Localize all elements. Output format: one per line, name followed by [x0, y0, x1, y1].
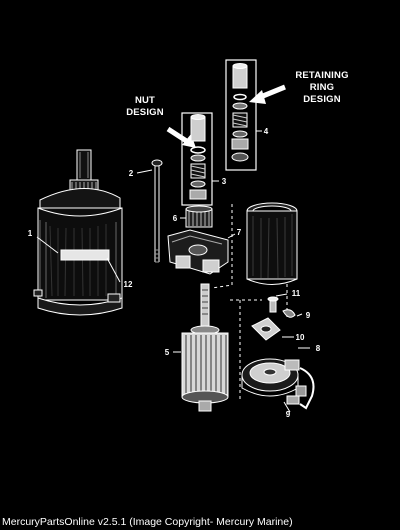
- part-ref-8: 8: [316, 344, 321, 353]
- retaining-ring-title-line-1: RETAINING: [295, 70, 348, 81]
- nut-design-arrow-icon: [166, 126, 196, 148]
- through-bolt: [136, 159, 163, 263]
- part-ref-2: 2: [129, 169, 134, 178]
- part-ref-7: 7: [237, 228, 242, 237]
- drive-pinion-gear: [180, 205, 213, 228]
- brush-holder-hardware: [251, 293, 303, 341]
- part-ref-3: 3: [222, 177, 227, 186]
- nut-design-kit: [181, 112, 219, 206]
- part-ref-9-upper: 9: [306, 311, 311, 320]
- retaining-ring-title-line-2: RING: [310, 82, 335, 93]
- retaining-ring-kit: [225, 59, 262, 171]
- starter-motor-assembly: [33, 149, 123, 316]
- commutator-end-cap: [241, 347, 315, 413]
- part-ref-6: 6: [173, 214, 178, 223]
- part-ref-5: 5: [165, 348, 170, 357]
- field-frame-housing: [246, 202, 298, 285]
- part-ref-11: 11: [292, 289, 301, 298]
- part-ref-10: 10: [296, 333, 305, 342]
- retaining-ring-title-line-3: DESIGN: [303, 94, 341, 105]
- nut-design-title-line-2: DESIGN: [126, 107, 164, 118]
- drive-end-head: [167, 229, 236, 275]
- armature: [173, 283, 229, 412]
- part-ref-1: 1: [28, 229, 33, 238]
- part-ref-4: 4: [264, 127, 269, 136]
- part-ref-12: 12: [124, 280, 133, 289]
- nut-design-title-line-1: NUT: [135, 95, 155, 106]
- retaining-ring-arrow-icon: [249, 84, 286, 104]
- copyright-footer: MercuryPartsOnline v2.5.1 (Image Copyrig…: [2, 516, 293, 528]
- part-ref-9-lower: 9: [286, 410, 291, 419]
